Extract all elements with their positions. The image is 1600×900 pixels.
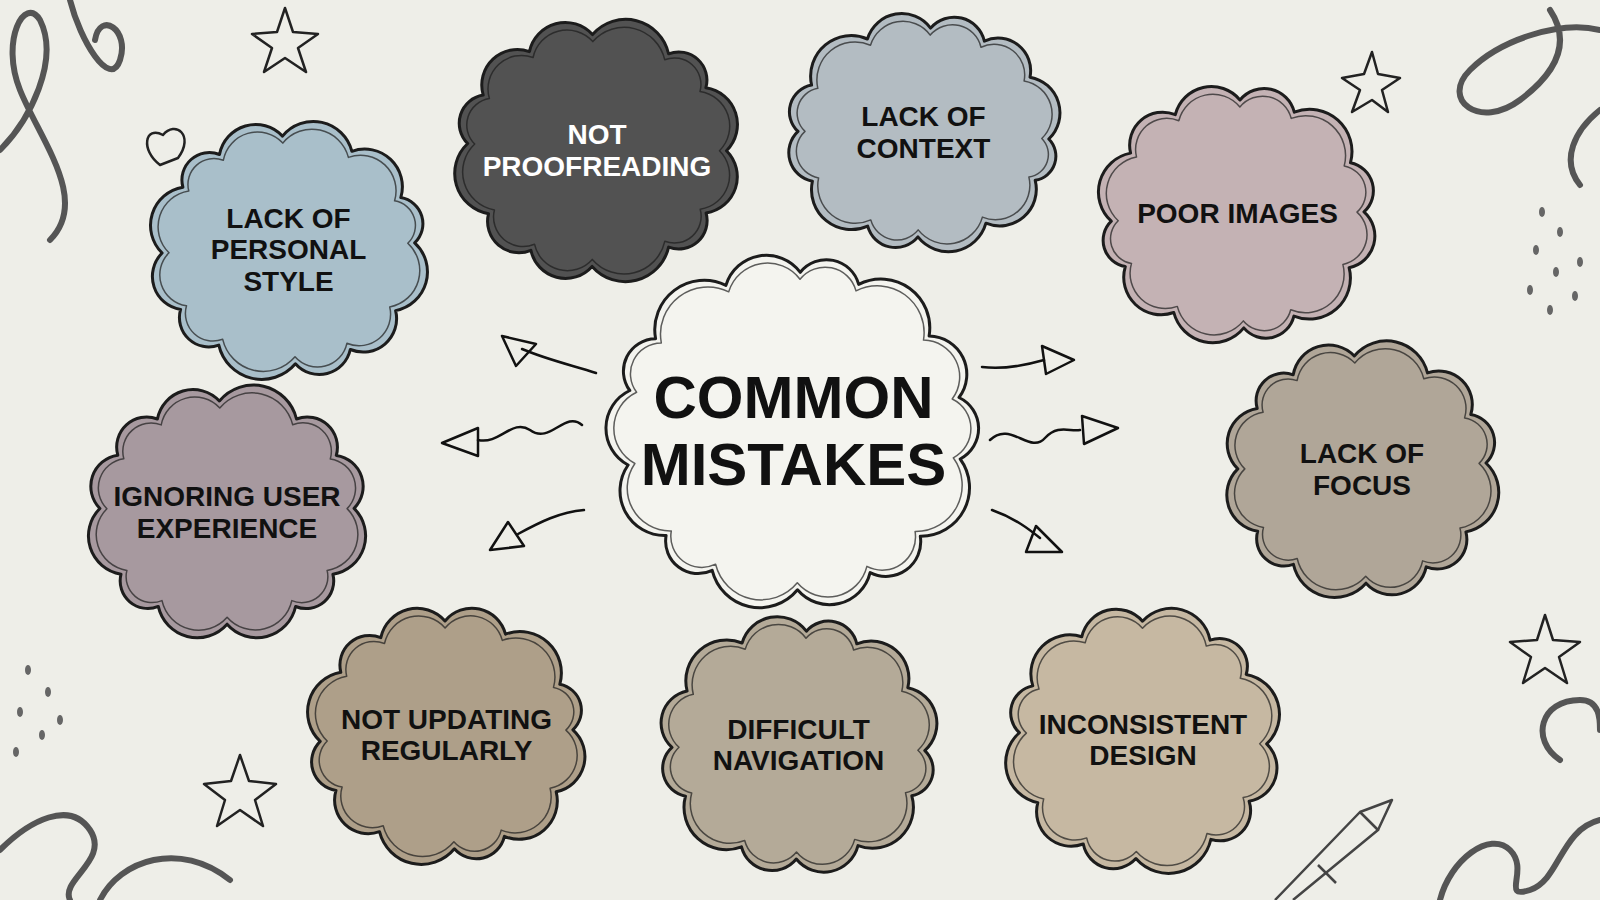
pencil-tip bbox=[1360, 800, 1392, 830]
cloud-outline bbox=[1006, 608, 1280, 873]
cloud-inner-line bbox=[669, 624, 930, 864]
star bbox=[1342, 52, 1400, 112]
arrow-head bbox=[1026, 526, 1062, 552]
cloud-outline bbox=[789, 14, 1060, 252]
mistake-cloud: NOT PROOFREADING bbox=[438, 5, 756, 296]
cloud-outline bbox=[308, 608, 585, 864]
cloud-inner-line bbox=[1106, 94, 1367, 335]
arrow-line bbox=[990, 430, 1080, 443]
mistake-cloud: NOT UPDATING REGULARLY bbox=[291, 592, 602, 878]
cloud-label: IGNORING USER EXPERIENCE bbox=[112, 481, 342, 544]
scribble bbox=[1543, 700, 1600, 760]
cloud-inner-line bbox=[463, 27, 730, 274]
arrow-line bbox=[518, 510, 584, 534]
central-cloud: COMMON MISTAKES bbox=[592, 240, 995, 622]
star bbox=[252, 8, 318, 72]
cloud-label: LACK OF FOCUS bbox=[1249, 438, 1475, 501]
scribble bbox=[100, 858, 230, 900]
cloud-outline bbox=[455, 19, 738, 281]
cloud-outline bbox=[606, 255, 979, 607]
scribble bbox=[70, 0, 122, 69]
cloud-label: NOT PROOFREADING bbox=[480, 119, 715, 182]
mistake-cloud: LACK OF PERSONAL STYLE bbox=[133, 107, 444, 393]
cloud-outline bbox=[1098, 87, 1374, 343]
cloud-label: NOT UPDATING REGULARLY bbox=[332, 704, 562, 767]
star bbox=[1510, 615, 1580, 683]
cloud-outline bbox=[661, 617, 937, 872]
arrow-line bbox=[478, 421, 582, 440]
arrow-head bbox=[1042, 346, 1074, 374]
cloud-label: LACK OF PERSONAL STYLE bbox=[174, 203, 404, 297]
arrow-line bbox=[982, 360, 1044, 368]
cloud-inner-line bbox=[1235, 349, 1491, 590]
mistake-cloud: IGNORING USER EXPERIENCE bbox=[71, 372, 383, 653]
cloud-label: LACK OF CONTEXT bbox=[810, 101, 1037, 164]
heart bbox=[147, 129, 184, 165]
arrow-head bbox=[502, 336, 536, 366]
cloud-inner-line bbox=[315, 616, 577, 857]
cloud-inner-line bbox=[796, 21, 1052, 244]
cloud-inner-line bbox=[614, 263, 971, 600]
pencil-body bbox=[1275, 812, 1378, 900]
scribble bbox=[1571, 110, 1600, 185]
mistake-cloud: POOR IMAGES bbox=[1082, 71, 1393, 357]
arrow-head bbox=[490, 522, 524, 550]
arrow-head bbox=[1082, 416, 1118, 444]
pencil bbox=[1275, 800, 1392, 900]
cloud-label: POOR IMAGES bbox=[1123, 198, 1353, 229]
cloud-outline bbox=[151, 121, 428, 379]
scribble bbox=[0, 13, 65, 240]
cloud-outline bbox=[88, 385, 365, 638]
cloud-label: DIFFICULT NAVIGATION bbox=[684, 714, 914, 777]
mistake-cloud: LACK OF CONTEXT bbox=[770, 0, 1077, 265]
star bbox=[204, 755, 276, 826]
arrow-line bbox=[522, 349, 596, 373]
cloud-inner-line bbox=[158, 129, 420, 371]
central-title: COMMON MISTAKES bbox=[633, 364, 955, 498]
mistake-cloud: DIFFICULT NAVIGATION bbox=[643, 602, 954, 888]
scribble bbox=[1460, 10, 1600, 112]
cloud-label: INCONSISTENT DESIGN bbox=[1030, 709, 1256, 772]
cloud-inner-line bbox=[96, 393, 358, 630]
arrow-line bbox=[442, 428, 478, 456]
mistake-cloud: LACK OF FOCUS bbox=[1209, 327, 1515, 612]
pencil-line bbox=[1318, 865, 1336, 883]
cloud-inner-line bbox=[1014, 616, 1272, 865]
cloud-outline bbox=[1227, 341, 1499, 598]
mistake-cloud: INCONSISTENT DESIGN bbox=[990, 592, 1296, 888]
scribble bbox=[0, 815, 95, 900]
scribble bbox=[1440, 820, 1600, 900]
